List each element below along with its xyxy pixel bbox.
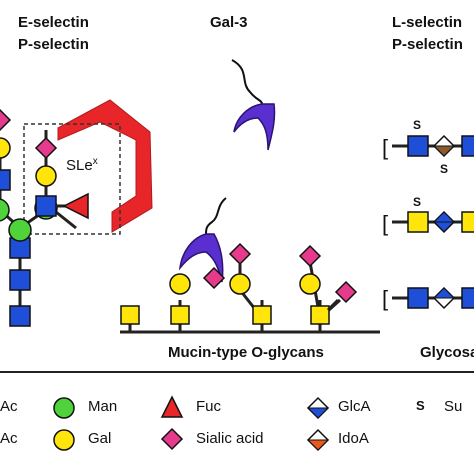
glca-legend-icon — [306, 396, 330, 420]
man-circle — [0, 198, 10, 222]
sulfate-label-2: S — [440, 162, 449, 176]
sialic-diamond — [202, 266, 226, 290]
p-selectin-right-label: P-selectin — [392, 36, 463, 53]
sialic-diamond — [34, 136, 58, 160]
gal3-label: Gal-3 — [210, 14, 248, 31]
gal-circle — [0, 137, 11, 159]
gag-repeat-1: [ — [382, 134, 474, 160]
legend-su: Su — [444, 398, 463, 415]
fuc-legend-icon — [160, 395, 184, 418]
sialic-diamond — [0, 108, 12, 132]
gal3-protein-top — [231, 59, 276, 151]
fuc-triangle — [62, 192, 89, 220]
sialic-diamond — [298, 244, 322, 268]
galnac-square — [310, 305, 330, 325]
legend-man: Man — [88, 398, 118, 415]
legend-ac-1: Ac — [0, 398, 18, 415]
p-selectin-label: P-selectin — [18, 36, 89, 53]
legend-glca: GlcA — [338, 398, 371, 415]
mucin-caption: Mucin-type O-glycans — [168, 344, 324, 361]
e-selectin-label: E-selectin — [18, 14, 89, 31]
gal3-protein-bottom — [178, 197, 227, 283]
gag-repeat-3: [ — [382, 286, 474, 311]
glcnac-square — [9, 305, 31, 327]
svg-text:[: [ — [382, 286, 388, 311]
sulfate-label-3: S — [413, 195, 422, 209]
glycosa-caption: Glycosa — [420, 344, 474, 361]
sialic-diamond — [228, 242, 252, 266]
legend-gal: Gal — [88, 430, 112, 447]
l-selectin-label: L-selectin — [392, 14, 463, 31]
legend-sialic-acid: Sialic acid — [196, 430, 264, 447]
legend-fuc: Fuc — [196, 398, 222, 415]
glcnac-square — [9, 269, 31, 291]
legend-idoa: IdoA — [338, 430, 369, 447]
sulfate-label-1: S — [413, 118, 422, 132]
legend-s-symbol: S — [416, 398, 425, 413]
glcnac-square — [0, 169, 11, 191]
selectin-shape — [57, 99, 153, 233]
gal-circle — [299, 273, 321, 295]
man-circle — [8, 218, 32, 242]
gal-legend-icon — [53, 429, 75, 451]
slex-text: SLe — [66, 157, 93, 174]
glcnac-square — [35, 195, 57, 217]
svg-text:[: [ — [382, 211, 388, 236]
slex-superscript: x — [92, 156, 98, 167]
galnac-square — [170, 305, 190, 325]
galnac-square — [252, 305, 272, 325]
man-legend-icon — [53, 397, 75, 419]
gal-circle — [35, 165, 57, 187]
gal-circle — [169, 273, 191, 295]
sialic-diamond — [334, 280, 358, 304]
idoa-legend-icon — [306, 428, 330, 452]
slex-dashed-box — [23, 123, 121, 235]
legend-ac-2: Ac — [0, 430, 18, 447]
sialic-legend-icon — [160, 427, 184, 451]
galnac-square — [120, 305, 140, 325]
gal-circle — [229, 273, 251, 295]
svg-text:[: [ — [382, 135, 388, 160]
gag-repeat-2: [ — [382, 210, 474, 236]
slex-label: SLex — [66, 156, 98, 174]
